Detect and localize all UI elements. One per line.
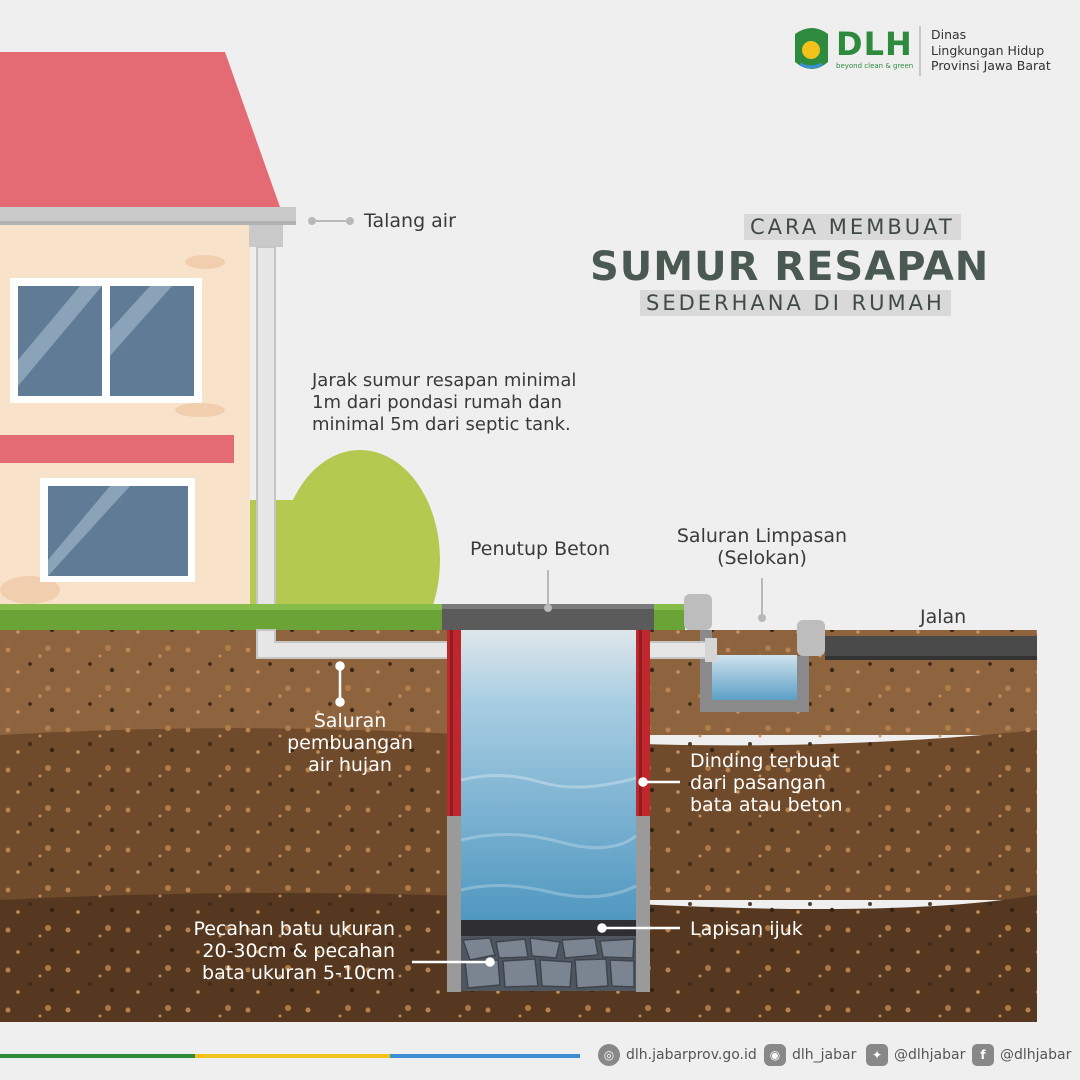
well-water: [461, 630, 636, 922]
ditch-wall-right: [797, 620, 825, 656]
brick-lining-right: [636, 630, 650, 816]
footer-bar-yellow: [195, 1054, 390, 1058]
label-limpasan-line-1: Saluran Limpasan: [676, 525, 848, 547]
distance-note: Jarak sumur resapan minimal 1m dari pond…: [312, 370, 577, 435]
label-talang-air: Talang air: [364, 210, 456, 232]
org-name: Dinas Lingkungan Hidup Provinsi Jawa Bar…: [931, 27, 1051, 74]
dlh-logo: DLH beyond clean & green: [836, 26, 913, 71]
label-dinding-line-2: dari pasangan: [690, 772, 826, 794]
title-line-3: SEDERHANA DI RUMAH: [640, 290, 951, 316]
label-limpasan-line-2: (Selokan): [717, 547, 807, 569]
label-batu-line-1: Pecahan batu ukuran: [193, 918, 395, 940]
label-pecahan-batu: Pecahan batu ukuran 20-30cm & pecahan ba…: [180, 918, 395, 984]
label-dinding: Dinding terbuat dari pasangan bata atau …: [690, 750, 843, 816]
window-awning: [0, 435, 234, 463]
label-penutup-beton: Penutup Beton: [470, 538, 610, 560]
road: [825, 636, 1037, 658]
org-line-1: Dinas: [931, 27, 967, 42]
footer-twitter[interactable]: ✦ @dlhjabar: [866, 1044, 965, 1066]
logo-tagline: beyond clean & green: [836, 62, 914, 70]
label-batu-line-3: bata ukuran 5-10cm: [202, 962, 395, 984]
label-dinding-line-3: bata atau beton: [690, 794, 843, 816]
footer-website-text: dlh.jabarprov.go.id: [626, 1047, 757, 1063]
globe-icon: ◎: [598, 1044, 620, 1066]
label-saluran-pembuangan: Saluran pembuangan air hujan: [270, 710, 430, 776]
logo-abbrev: DLH: [836, 25, 913, 63]
instagram-icon: ◉: [764, 1044, 786, 1066]
footer-instagram[interactable]: ◉ dlh_jabar: [764, 1044, 856, 1066]
label-lapisan-ijuk: Lapisan ijuk: [690, 918, 803, 940]
twitter-icon: ✦: [866, 1044, 888, 1066]
footer-bar-blue: [390, 1054, 580, 1058]
label-pembuangan-line-2: pembuangan: [287, 732, 413, 754]
org-line-3: Provinsi Jawa Barat: [931, 58, 1051, 73]
label-pembuangan-line-3: air hujan: [308, 754, 392, 776]
label-saluran-limpasan: Saluran Limpasan (Selokan): [674, 525, 850, 569]
ditch-water: [712, 655, 797, 700]
rain-gutter: [0, 207, 296, 225]
facebook-icon: f: [972, 1044, 994, 1066]
footer-facebook[interactable]: f @dlhjabar: [972, 1044, 1071, 1066]
footer-facebook-text: @dlhjabar: [1000, 1047, 1072, 1063]
org-line-2: Lingkungan Hidup: [931, 42, 1045, 58]
downspout-connector: [249, 225, 283, 247]
label-dinding-line-1: Dinding terbuat: [690, 750, 840, 772]
footer-twitter-text: @dlhjabar: [894, 1047, 966, 1063]
label-pembuangan-line-1: Saluran: [313, 710, 387, 732]
label-batu-line-2: 20-30cm & pecahan: [202, 940, 395, 962]
footer-bar-green: [0, 1054, 195, 1058]
downspout-pipe: [256, 246, 276, 638]
west-java-emblem-icon: [795, 28, 828, 69]
footer-website[interactable]: ◎ dlh.jabarprov.go.id: [598, 1044, 757, 1066]
label-jalan: Jalan: [920, 606, 967, 628]
overflow-pipe: [639, 641, 711, 659]
ditch-wall-left: [684, 594, 712, 630]
brick-lining-left: [447, 630, 461, 816]
ijuk-layer: [461, 920, 636, 936]
title-line-2: SUMUR RESAPAN: [590, 244, 990, 290]
house-roof: [0, 52, 280, 207]
footer-instagram-text: dlh_jabar: [792, 1047, 857, 1063]
title-line-1: CARA MEMBUAT: [744, 214, 961, 240]
